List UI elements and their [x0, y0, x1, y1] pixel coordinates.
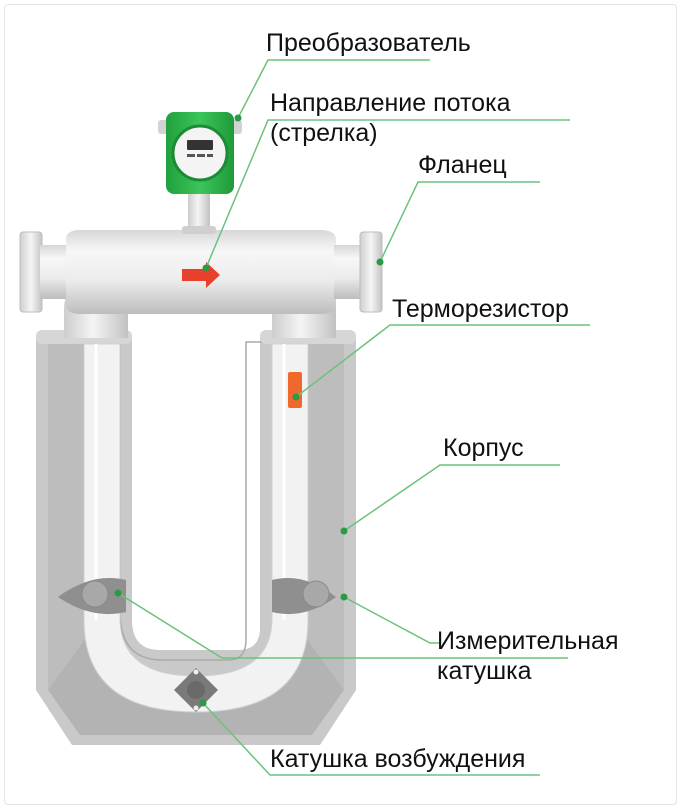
leader-thermoresistor — [295, 324, 590, 398]
thermoresistor-shape — [288, 372, 302, 408]
leader-drive-coil — [202, 702, 540, 776]
label-flange: Фланец — [418, 151, 507, 179]
measuring-tube-shape — [83, 343, 309, 713]
label-measuring-coil-line2: катушка — [437, 657, 532, 685]
flow-arrow-icon — [182, 262, 220, 288]
drive-coil-shape — [174, 668, 218, 712]
measuring-coil-right — [272, 578, 336, 615]
label-flow-direction-line2: (стрелка) — [270, 119, 378, 147]
label-flow-direction-line1: Направление потока — [270, 89, 511, 117]
leader-lines — [117, 59, 590, 776]
leader-flange — [379, 181, 540, 263]
leader-transmitter — [237, 59, 430, 119]
label-thermoresistor: Терморезистор — [392, 295, 569, 323]
transmitter-shape — [158, 112, 242, 234]
label-transmitter: Преобразователь — [266, 29, 471, 57]
diagram-frame — [4, 4, 677, 805]
leader-coil-left — [117, 592, 568, 659]
leader-coil-right — [343, 596, 440, 644]
label-drive-coil: Катушка возбуждения — [270, 745, 526, 773]
leader-dots — [114, 114, 384, 707]
leader-flow — [205, 119, 570, 269]
leader-housing — [343, 464, 560, 532]
measuring-coil-left — [58, 578, 126, 615]
label-measuring-coil-line1: Измерительная — [437, 627, 619, 655]
label-housing: Корпус — [443, 434, 524, 462]
